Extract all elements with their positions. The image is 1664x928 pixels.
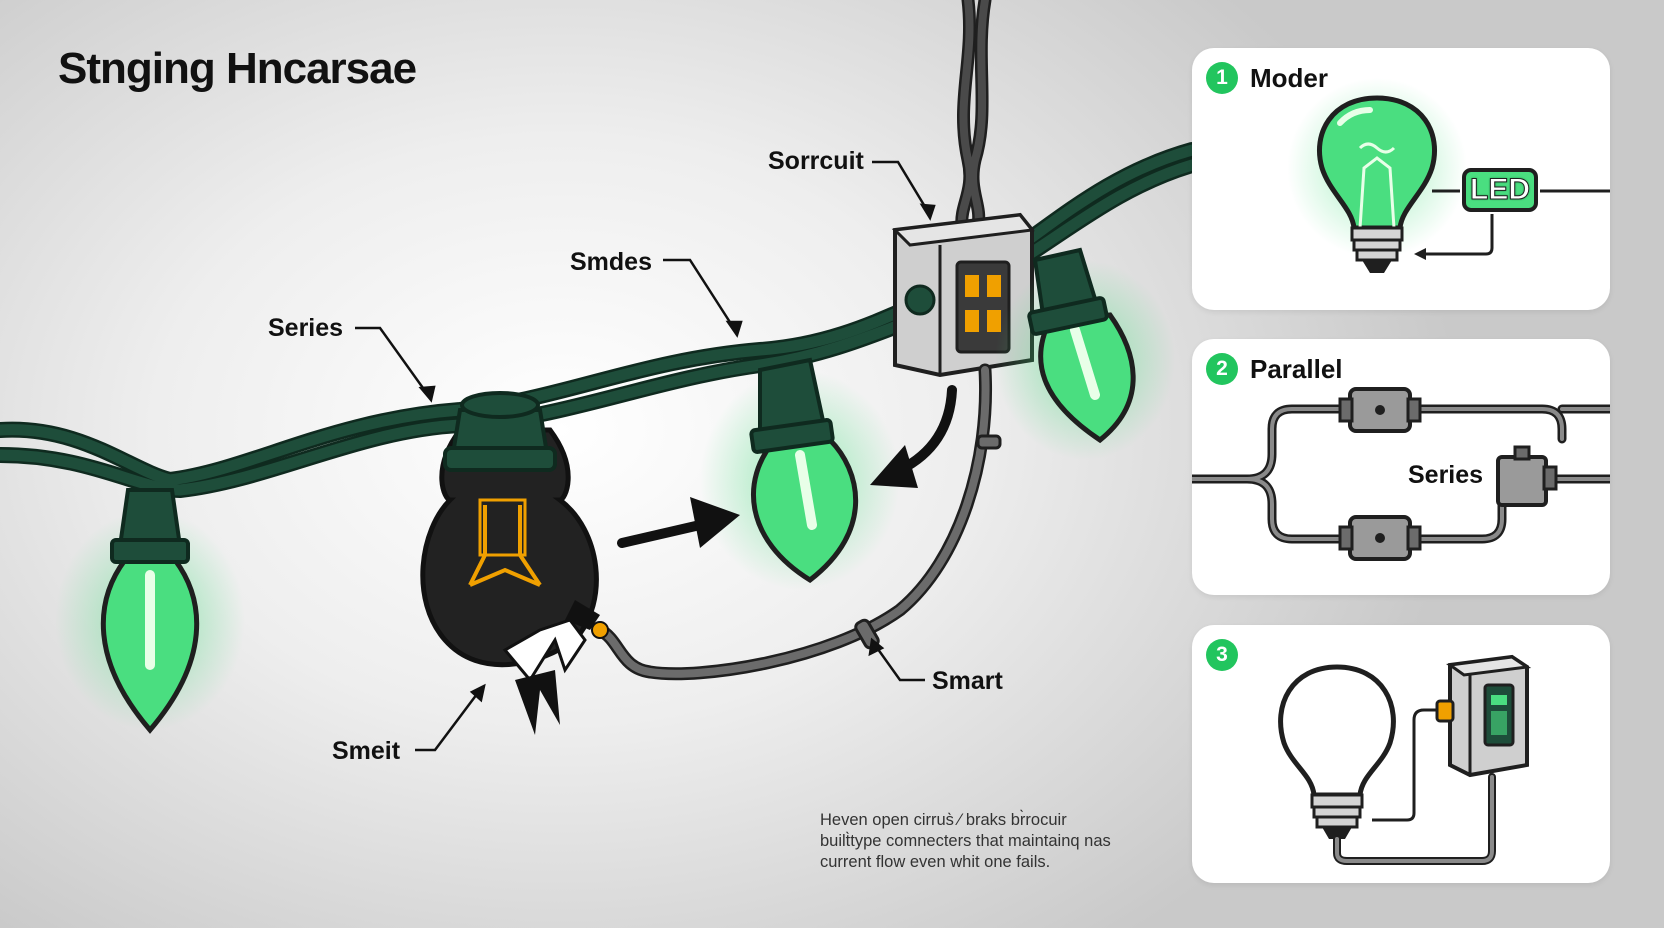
label-leaders [355,160,936,752]
panel-three: 3 [1192,625,1610,883]
parallel-circuit-diagram [1192,387,1610,561]
led-tag: LED [1462,168,1538,212]
panel-header: 2 Parallel [1206,353,1343,385]
junction-box-icon [891,212,1035,378]
explanation-note: Heven open cirrus̀ ⁄ braks br̀rocuir bui… [820,810,1160,873]
panel-moder: 1 Moder LED [1192,48,1610,310]
label-sorrcuit: Sorrcuit [768,147,864,175]
broken-bulb-icon [420,391,609,735]
panel-title: Parallel [1250,353,1343,384]
smart-bulb-diagram [1278,654,1532,865]
step-badge: 1 [1206,62,1238,94]
green-bulb-icon [995,247,1175,460]
led-bulb-icon [1287,78,1610,273]
flow-arrow [870,385,957,488]
note-line: Heven open cirrus̀ ⁄ braks br̀rocuir [820,811,1067,829]
label-smdes: Smdes [570,248,652,276]
connector-icon [1496,445,1558,507]
label-smeit: Smeit [332,737,401,765]
page-title: Stnging Hncarsae [58,44,417,93]
step-badge: 2 [1206,353,1238,385]
smart-plug-icon [1435,654,1532,778]
flow-arrow [617,497,740,548]
step-badge: 3 [1206,639,1238,671]
panel-header: 1 Moder [1206,62,1328,94]
connector-icon [1338,515,1422,561]
panel-parallel: 2 Parallel Series [1192,339,1610,595]
gray-wire [593,363,1002,681]
label-series: Series [268,314,344,342]
panel-title: Moder [1250,62,1328,93]
green-bulb-icon [55,488,245,734]
note-line: built̀type comnecters that maintainq nas [820,832,1111,850]
panel-inner-label: Series [1408,461,1484,489]
connector-icon [1338,387,1422,433]
green-bulb-icon [700,357,900,590]
panel-header: 3 [1206,639,1250,671]
label-smart: Smart [932,667,1003,695]
plain-bulb-icon [1278,664,1396,839]
string-lights-illustration [0,0,1192,752]
note-line: current flow even whit one fails. [820,853,1051,871]
